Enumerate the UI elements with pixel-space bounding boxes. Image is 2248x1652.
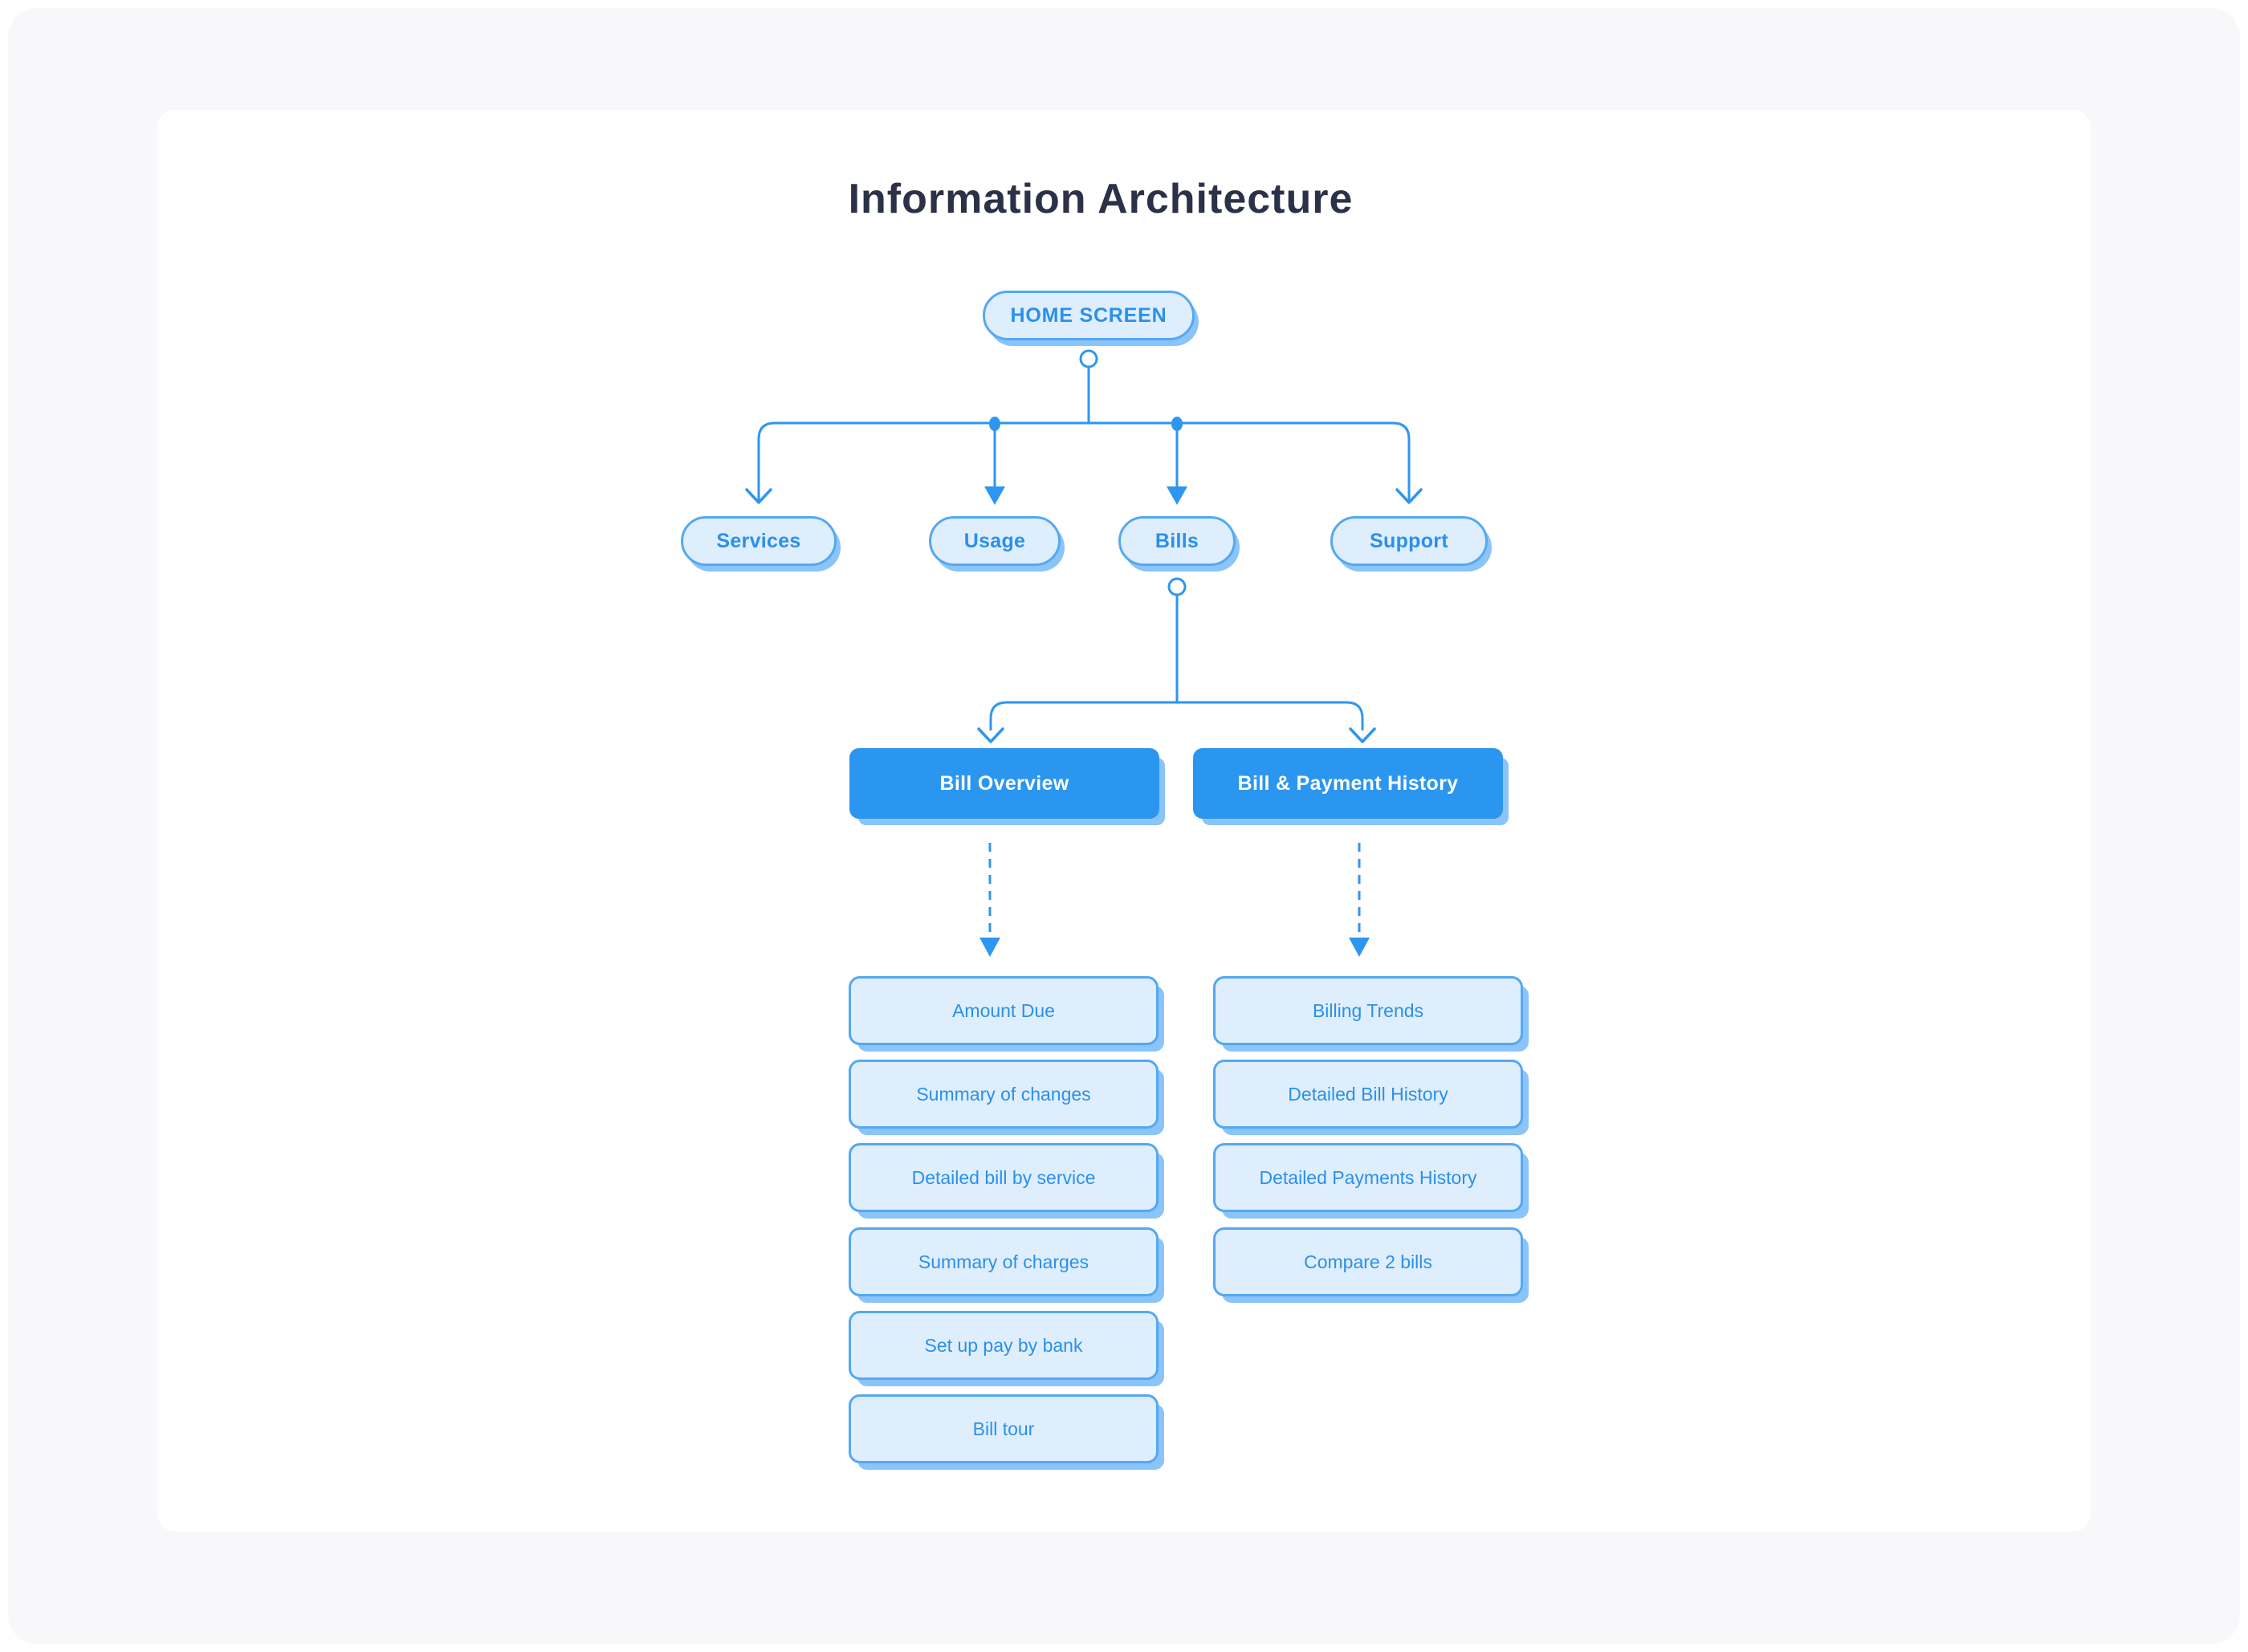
item-bill-tour: Bill tour [849, 1394, 1159, 1463]
node-support: Support [1330, 516, 1488, 566]
home-port-circle [1079, 349, 1098, 368]
item-detailed-bill-history: Detailed Bill History [1213, 1060, 1523, 1129]
node-bill-overview: Bill Overview [849, 748, 1159, 819]
item-compare-2-bills: Compare 2 bills [1213, 1227, 1523, 1296]
page-title: Information Architecture [848, 176, 1354, 222]
connector-home-to-level1 [745, 349, 1423, 505]
arrowhead-bills [1167, 486, 1187, 505]
node-home-screen: HOME SCREEN [983, 291, 1195, 340]
item-summary-of-changes: Summary of changes [849, 1060, 1159, 1129]
dashed-connector-history-items [1349, 843, 1370, 957]
connector-bills-to-level2 [977, 577, 1376, 743]
arrowhead-services [745, 488, 772, 504]
arrowhead-bill-history [1349, 727, 1376, 743]
node-usage: Usage [929, 516, 1061, 566]
arrowhead-support [1395, 488, 1423, 504]
junction-dot-bills [1171, 417, 1183, 431]
dashed-connector-overview-items [979, 843, 1000, 957]
dashed-arrowhead-left [979, 938, 1000, 957]
junction-dot-usage [989, 417, 1000, 431]
item-summary-of-charges: Summary of charges [849, 1227, 1159, 1296]
item-detailed-payments-history: Detailed Payments History [1213, 1143, 1523, 1212]
node-bills: Bills [1118, 516, 1236, 566]
item-amount-due: Amount Due [849, 976, 1159, 1045]
item-billing-trends: Billing Trends [1213, 976, 1523, 1045]
arrowhead-bill-overview [977, 727, 1004, 743]
node-services: Services [681, 516, 837, 566]
dashed-arrowhead-right [1349, 938, 1370, 957]
node-bill-payment-history: Bill & Payment History [1193, 748, 1503, 819]
arrowhead-usage [984, 486, 1005, 505]
item-detailed-bill-by-service: Detailed bill by service [849, 1143, 1159, 1212]
bills-port-circle [1167, 577, 1187, 596]
item-set-up-pay-by-bank: Set up pay by bank [849, 1311, 1159, 1380]
